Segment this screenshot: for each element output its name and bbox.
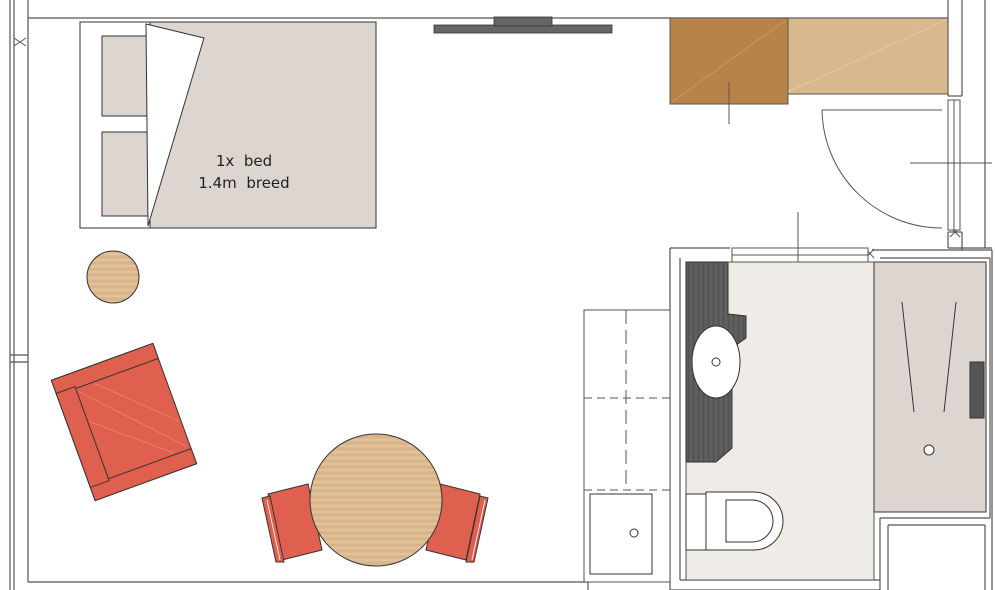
bed-label-line2: 1.4m breed xyxy=(198,174,289,192)
armchair xyxy=(50,342,198,502)
shower-tap xyxy=(969,361,985,419)
entrance-door xyxy=(797,99,992,300)
shower xyxy=(873,261,987,513)
dining-chair-left xyxy=(261,483,323,563)
dining-table xyxy=(309,433,443,567)
bed-label-line1: 1x bed xyxy=(216,152,272,170)
kitchenette-sink xyxy=(589,493,653,575)
toilet xyxy=(685,491,784,551)
bathroom-door-frame xyxy=(731,247,869,263)
bed xyxy=(79,21,377,229)
vanity xyxy=(685,261,747,463)
tv-unit xyxy=(433,16,613,34)
desk xyxy=(669,17,949,124)
side-table xyxy=(86,250,140,304)
shower-drain xyxy=(923,444,935,456)
